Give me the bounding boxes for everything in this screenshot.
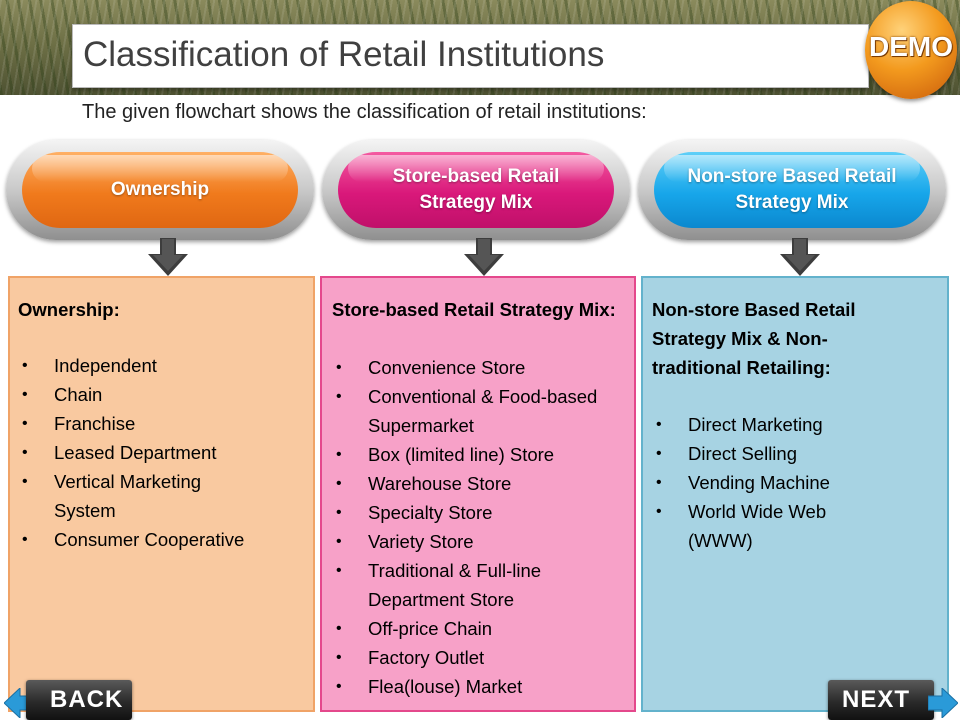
category-label-ownership: Ownership — [110, 179, 210, 200]
list-item: •Vending Machine — [656, 472, 830, 493]
list-item: •Variety Store — [336, 531, 474, 552]
category-pill-store-based: Store-based Retail Strategy Mix — [322, 140, 630, 240]
category-label-store-based: Store-based Retail Strategy Mix — [392, 166, 560, 213]
next-button[interactable]: NEXT — [828, 680, 934, 720]
page-title: Classification of Retail Institutions — [83, 35, 605, 74]
next-button-label: NEXT — [842, 686, 911, 713]
list-item: •Direct Marketing — [656, 414, 823, 435]
ownership-panel: Ownership: •Independent •Chain •Franchis… — [8, 276, 315, 712]
non-store-list: •Direct Marketing •Direct Selling •Vendi… — [652, 410, 942, 555]
category-label-non-store: Non-store Based Retail Strategy Mix — [687, 166, 897, 213]
list-item: •Box (limited line) Store — [336, 444, 555, 465]
list-item: •Off-price Chain — [336, 618, 493, 639]
down-arrow-icon — [148, 238, 188, 276]
list-item: •Chain — [22, 384, 103, 405]
list-item: •Direct Selling — [656, 443, 797, 464]
panel-heading: Ownership: — [18, 299, 120, 320]
back-button-label: BACK — [50, 686, 124, 713]
list-item: •Independent — [22, 355, 157, 376]
down-arrow-icon — [780, 238, 820, 276]
list-item: •Factory Outlet — [336, 647, 485, 668]
list-item: •World Wide Web (WWW) — [656, 501, 827, 551]
list-item: •Traditional & Full-line Department Stor… — [336, 560, 542, 610]
panel-heading: Non-store Based Retail Strategy Mix & No… — [652, 299, 856, 378]
store-based-list: •Convenience Store •Conventional & Food-… — [332, 353, 628, 701]
demo-badge: DEMO — [865, 1, 957, 99]
list-item: •Vertical Marketing System — [22, 471, 202, 521]
down-arrow-icon — [464, 238, 504, 276]
title-box: Classification of Retail Institutions — [72, 24, 869, 88]
demo-badge-label: DEMO — [869, 31, 953, 62]
ownership-list: •Independent •Chain •Franchise •Leased D… — [18, 351, 308, 554]
list-item: •Consumer Cooperative — [22, 529, 245, 550]
non-store-panel: Non-store Based Retail Strategy Mix & No… — [641, 276, 949, 712]
intro-text: The given flowchart shows the classifica… — [82, 101, 647, 123]
panel-heading: Store-based Retail Strategy Mix: — [332, 299, 616, 320]
list-item: •Leased Department — [22, 442, 217, 463]
list-item: •Franchise — [22, 413, 136, 434]
list-item: •Convenience Store — [336, 357, 526, 378]
back-button[interactable]: BACK — [26, 680, 132, 720]
category-pill-ownership: Ownership — [6, 140, 314, 240]
list-item: •Specialty Store — [336, 502, 493, 523]
next-arrow-icon[interactable] — [928, 688, 958, 718]
list-item: •Conventional & Food-based Supermarket — [336, 386, 598, 436]
store-based-panel: Store-based Retail Strategy Mix: •Conven… — [320, 276, 636, 712]
category-pill-non-store: Non-store Based Retail Strategy Mix — [638, 140, 946, 240]
list-item: •Flea(louse) Market — [336, 676, 523, 697]
list-item: •Warehouse Store — [336, 473, 512, 494]
back-arrow-icon[interactable] — [4, 688, 34, 718]
